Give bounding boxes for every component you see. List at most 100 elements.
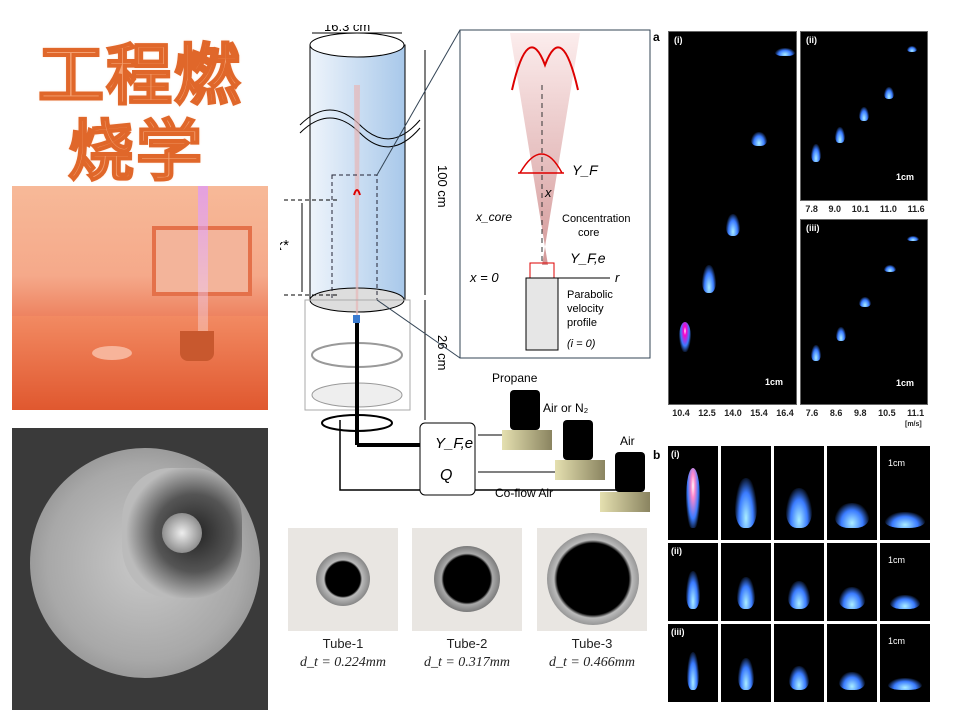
tick: 9.0: [828, 204, 842, 214]
tube-1-photo: [288, 528, 398, 631]
tube-1-label: Tube-1: [322, 636, 364, 651]
tube-3-label: Tube-3: [571, 636, 613, 651]
flame: [786, 488, 812, 528]
inset-x: x: [544, 185, 552, 200]
tick: 11.1: [907, 408, 925, 418]
scale-label: 1cm: [888, 458, 906, 468]
unit-label: [m/s]: [905, 421, 922, 428]
panel-b-label: b: [653, 448, 661, 462]
tube-1-diameter: d_t = 0.224mm: [299, 655, 387, 670]
flame-image: 1cm: [880, 624, 930, 702]
width-label: 16.3 cm: [324, 25, 370, 34]
flame: [686, 468, 700, 528]
flame-image: (ii): [668, 543, 718, 621]
panel-a-i-scale: 1cm: [765, 377, 784, 387]
flame: [888, 678, 922, 690]
inset-i0: (i = 0): [567, 338, 596, 350]
panel-a-ii-scale: 1cm: [896, 172, 915, 182]
flame-image: 1cm: [880, 446, 930, 540]
air-n2-label: Air or N₂: [543, 401, 589, 415]
flame-image: 1cm: [880, 543, 930, 621]
tick: 7.6: [805, 408, 819, 418]
panel-a-iii-label: (iii): [806, 223, 820, 233]
panel-a-i-label: (i): [674, 35, 683, 45]
scale-label: 1cm: [888, 636, 906, 646]
tube-3-photo: [537, 528, 647, 631]
flame-image: [774, 446, 824, 540]
inset-yf: Y_F: [572, 162, 599, 178]
tick: 11.0: [879, 204, 897, 214]
panel-a-ii-ticks: 7.8 9.0 10.1 11.0 11.6: [800, 204, 930, 214]
tick: 7.8: [805, 204, 818, 214]
inset-x0: x = 0: [469, 270, 499, 285]
height-label: 100 cm: [435, 165, 450, 208]
tick: 8.6: [829, 408, 843, 418]
flame: [735, 478, 757, 528]
inset-r: r: [615, 270, 620, 285]
coflow-label: Co-flow Air: [495, 486, 553, 500]
inset-xcore: x_core: [475, 210, 512, 224]
tube-2-diameter: d_t = 0.317mm: [423, 655, 511, 670]
title-line-2: 烧学: [67, 112, 204, 191]
tick: 10.4: [672, 408, 690, 418]
flame: [890, 595, 920, 609]
experimental-setup-diagram: x* 16.3 cm 100 cm 26 cm Y_F,e Q Propane …: [280, 25, 651, 512]
propane-label: Propane: [492, 371, 538, 385]
tube-2-photo: [412, 528, 522, 631]
flame: [686, 571, 700, 609]
flame-image: [827, 624, 877, 702]
flame-image: [721, 624, 771, 702]
tick: 12.5: [698, 408, 716, 418]
panel-a-ii: (ii) 1cm: [800, 31, 928, 201]
panel-a-label: a: [653, 30, 660, 44]
flame-image: [774, 543, 824, 621]
tube-3-diameter: d_t = 0.466mm: [548, 655, 636, 670]
panel-a-iii-scale: 1cm: [896, 378, 915, 388]
flame: [738, 658, 754, 690]
panel-a-iii-ticks: 7.6 8.6 9.8 10.5 11.1: [800, 408, 930, 418]
flame-image: [827, 446, 877, 540]
flame-image: [774, 624, 824, 702]
flame-image: (i): [668, 446, 718, 540]
scale-label: 1cm: [888, 555, 906, 565]
tick: 16.4: [776, 408, 794, 418]
flame: [737, 577, 755, 609]
flame: [788, 581, 810, 609]
flame: [839, 587, 865, 609]
panel-a-iii: (iii) 1cm: [800, 219, 928, 405]
row-label: (i): [671, 449, 680, 459]
flame-image: (iii): [668, 624, 718, 702]
flame-image: [721, 543, 771, 621]
lower-label: 26 cm: [435, 335, 450, 370]
row-label: (iii): [671, 627, 685, 637]
tick: 15.4: [750, 408, 768, 418]
box-q: Q: [440, 467, 452, 484]
tick: 10.1: [851, 204, 870, 214]
tick: 10.5: [878, 408, 896, 418]
panel-a-ii-label: (ii): [806, 35, 817, 45]
tick: 9.8: [853, 408, 867, 418]
flame-furnace-photo: [12, 186, 268, 410]
box-yfe: Y_F,e: [435, 435, 473, 452]
panel-a-i-ticks: 10.4 12.5 14.0 15.4 16.4: [668, 408, 798, 418]
title-line-1: 工程燃: [37, 36, 242, 115]
air-label: Air: [620, 434, 635, 448]
panel-b-grid: (i) 1cm (ii) 1cm (iii) 1cm: [668, 446, 930, 706]
flame: [885, 512, 925, 528]
flame: [839, 672, 865, 690]
panel-a-i: (i) 1cm: [668, 31, 797, 405]
flame: [789, 666, 809, 690]
flame-image: [721, 446, 771, 540]
tick: 14.0: [724, 408, 742, 418]
burner-photo: [12, 428, 268, 710]
tick: 11.6: [907, 204, 925, 214]
x-star-label: x*: [280, 237, 290, 254]
inset-yfe: Y_F,e: [570, 250, 606, 266]
tube-2-label: Tube-2: [446, 636, 488, 651]
flame: [835, 503, 869, 528]
flame-image: [827, 543, 877, 621]
flame: [687, 652, 699, 690]
row-label: (ii): [671, 546, 682, 556]
